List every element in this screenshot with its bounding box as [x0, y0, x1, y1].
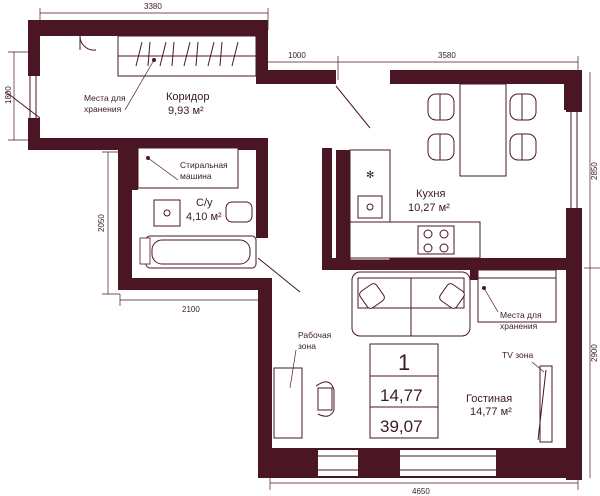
corridor-name: Коридор	[166, 91, 209, 103]
total-area: 39,07	[380, 417, 423, 436]
storage-corridor-line1: Места для	[84, 93, 126, 103]
workzone-line2: зона	[298, 341, 316, 351]
watermark: Домклик	[42, 463, 95, 477]
dim-bottom: 4650	[412, 487, 430, 496]
storage-living-line1: Места для	[500, 310, 542, 320]
washing-machine-line1: Стиральная	[180, 160, 228, 170]
bathroom-name: С/у	[196, 197, 213, 209]
living-area: 14,77 м²	[470, 406, 512, 418]
dim-door-width: 1000	[288, 51, 306, 60]
living-name: Гостиная	[466, 393, 512, 405]
storage-corridor-line2: хранения	[84, 104, 122, 114]
dim-bathroom-bottom: 2100	[182, 305, 200, 314]
rooms-count: 1	[398, 350, 410, 375]
storage-living-line2: хранения	[500, 321, 538, 331]
dim-kitchen-top: 3580	[438, 51, 456, 60]
washing-machine-line2: машина	[180, 171, 212, 181]
workzone-line1: Рабочая	[298, 330, 332, 340]
living-fixtures	[273, 269, 557, 443]
tv-zone-label: TV зона	[502, 350, 533, 360]
kitchen-fixtures: ✻	[349, 83, 537, 261]
corridor-area: 9,93 м²	[168, 105, 204, 117]
dim-corridor-left: 1800	[4, 86, 13, 104]
dim-kitchen-right: 2850	[590, 162, 599, 180]
living-area-total: 14,77	[380, 386, 423, 405]
kitchen-area: 10,27 м²	[408, 202, 450, 214]
dimension-lines	[8, 8, 600, 490]
summary-box: 1 14,77 39,07	[369, 343, 439, 439]
bathroom-area: 4,10 м²	[186, 211, 222, 223]
hanger-rack	[117, 35, 257, 77]
svg-text:✻: ✻	[366, 170, 374, 181]
dim-bathroom-left: 2050	[97, 214, 106, 232]
dim-living-right: 2900	[590, 344, 599, 362]
dim-top-left: 3380	[144, 2, 162, 11]
walls	[28, 20, 582, 480]
bathroom-fixtures	[137, 147, 257, 269]
doors	[5, 35, 371, 293]
kitchen-name: Кухня	[416, 188, 445, 200]
